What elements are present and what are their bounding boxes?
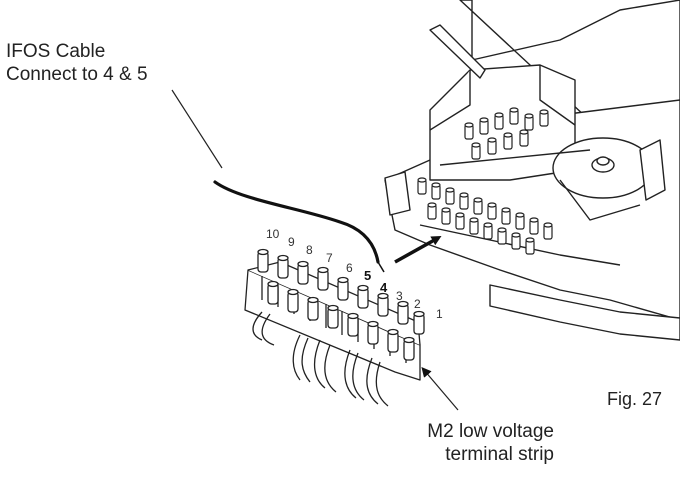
housing-terminal-posts <box>417 107 553 255</box>
ifos-cable-label-line1: IFOS Cable <box>6 41 106 62</box>
terminal-number-7: 7 <box>326 251 333 265</box>
terminal-number-5: 5 <box>364 268 371 283</box>
terminal-number-8: 8 <box>306 243 313 257</box>
ifos-cable-label-line2: Connect to 4 & 5 <box>6 64 148 85</box>
terminal-number-2: 2 <box>414 297 421 311</box>
figure-number: Fig. 27 <box>607 389 663 409</box>
terminal-strip-label-line1: M2 low voltage <box>427 421 554 442</box>
strip-leader-line <box>421 366 459 411</box>
terminal-strip-label-line2: terminal strip <box>445 444 554 465</box>
terminal-numbers: 1 2 3 4 5 6 7 8 9 10 <box>266 227 443 321</box>
ifos-cable-lead <box>377 261 385 273</box>
cable-leader-line <box>171 89 223 169</box>
terminal-number-1: 1 <box>436 307 443 321</box>
terminal-number-4: 4 <box>380 280 388 295</box>
strip-wires <box>252 311 389 407</box>
terminal-strip <box>244 248 425 381</box>
terminal-number-6: 6 <box>346 261 353 275</box>
insert-arrow <box>394 236 442 264</box>
ifos-cable-label: IFOS Cable Connect to 4 & 5 <box>6 40 148 86</box>
terminal-number-10: 10 <box>266 227 280 241</box>
terminal-number-9: 9 <box>288 235 295 249</box>
control-housing <box>384 0 680 341</box>
terminal-strip-label: M2 low voltage terminal strip <box>427 420 554 466</box>
terminal-number-3: 3 <box>396 289 403 303</box>
ifos-cable <box>213 180 380 264</box>
